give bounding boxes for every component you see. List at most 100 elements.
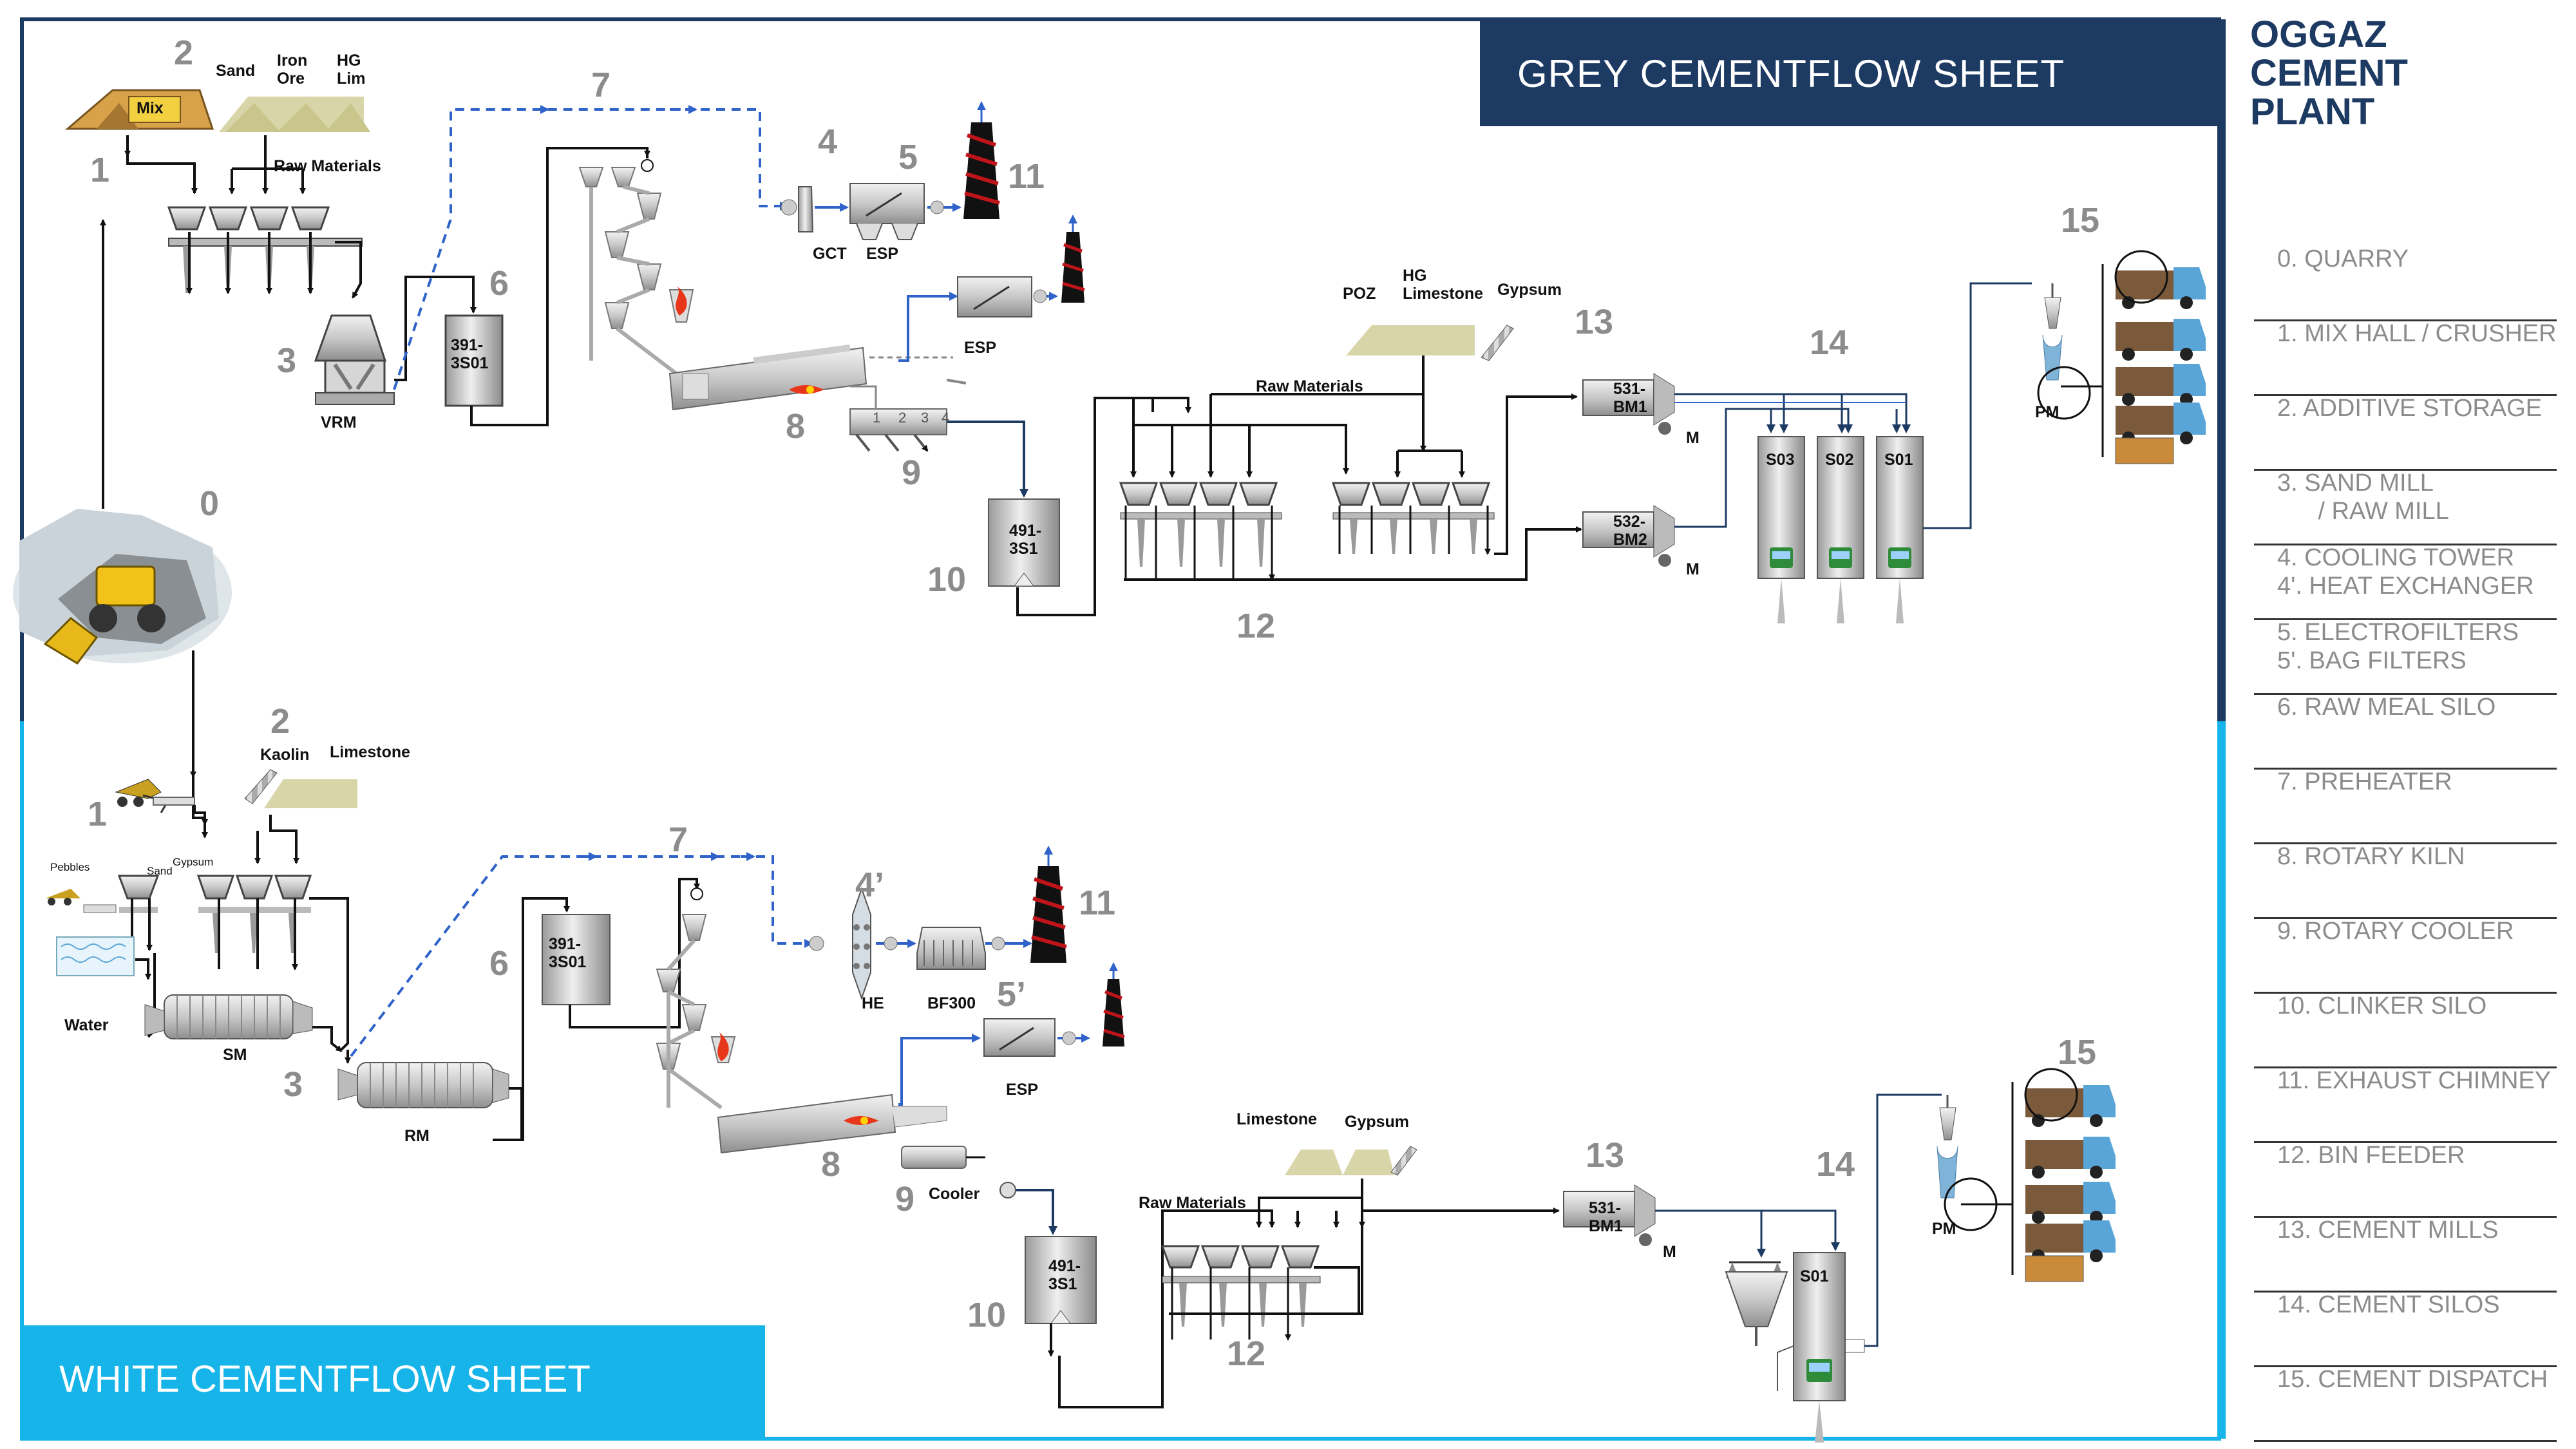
label-mix: Mix [137,99,164,117]
grey-number-6: 6 [489,264,509,303]
additive-stockpile-icon [244,769,357,808]
label-cooler-stage-4: 4 [942,410,949,426]
truck-icon [2025,1220,2116,1262]
white-number-3: 3 [283,1065,303,1104]
legend-item: 10. CLINKER SILO [2254,992,2557,1068]
label-cooler: Cooler [929,1185,980,1203]
white-number-10: 10 [967,1296,1006,1334]
legend-item: 6. RAW MEAL SILO [2254,693,2557,770]
legend-item-label: 7. PREHEATER [2277,768,2452,795]
truck-icon [2116,364,2206,406]
legend-item: 11. EXHAUST CHIMNEY [2254,1066,2557,1143]
legend-item: 14. CEMENT SILOS [2254,1291,2557,1367]
label-pm: PM [2035,403,2060,421]
legend-item-label: 11. EXHAUST CHIMNEY [2277,1067,2552,1094]
white-number-11: 11 [1079,884,1115,922]
grey-number-15: 15 [2061,201,2099,240]
label-gypsum-2: Gypsum [1345,1113,1409,1131]
chimney-icon [963,101,1000,219]
legend-item: 12. BIN FEEDER [2254,1141,2557,1218]
white-sheet-title: WHITE CEMENTFLOW SHEET [59,1358,591,1400]
label-silo6-2: 3S01 [549,953,586,971]
plant-title-line-1: OGGAZ [2250,14,2387,55]
plant-title-line-2: CEMENT [2250,52,2408,94]
chimney-icon [1061,214,1085,303]
sand-mill [144,994,313,1039]
label-pebbles: Pebbles [50,861,90,873]
grey-number-4: 4 [818,122,837,161]
legend-item-label: 13. CEMENT MILLS [2277,1217,2499,1244]
white-additive-stockpile-icon [1285,1146,1417,1176]
label-s02: S02 [1825,451,1853,469]
label-bm1-2: BM1 [1589,1217,1623,1235]
white-cement-mill [1563,1184,1656,1246]
excavator-icon [115,779,162,807]
vertical-roller-mill-icon [314,314,395,405]
packing-machine-icon [2042,283,2063,381]
label-water: Water [64,1016,109,1034]
truck-icon [2025,1182,2116,1224]
grey-number-7: 7 [591,66,611,104]
chimney-icon [1030,846,1067,963]
raw-meal-silo [444,314,504,407]
legend-item: 4. COOLING TOWER 4'. HEAT EXCHANGER [2254,544,2557,620]
label-vrm: VRM [321,413,357,431]
water-tank-icon [56,936,135,976]
legend-item: 3. SAND MILL / RAW MILL [2254,469,2557,545]
legend-item: 9. ROTARY COOLER [2254,917,2557,994]
white-number-15: 15 [2058,1033,2096,1072]
label-clinker-2: 3S1 [1009,540,1038,558]
label-iron-2: Ore [277,70,305,88]
white-cement-silo [1777,1252,1865,1443]
grey-number-0: 0 [200,484,219,523]
legend-item-label: 12. BIN FEEDER [2277,1142,2465,1169]
grey-number-3: 3 [277,341,296,380]
label-limestone-2: Limestone [1236,1110,1317,1128]
label-cooler-stage-3: 3 [921,410,929,426]
grey-number-5: 5 [898,138,918,176]
additive-stockpile-icon [1346,325,1514,361]
label-bm1-1: 531- [1613,380,1645,398]
label-poz: POZ [1343,285,1376,303]
legend-item-label: 15. CEMENT DISPATCH [2277,1366,2548,1393]
label-hg-2: Lim [337,70,365,88]
white-cement-bin-feeder [1160,1245,1321,1327]
white-number-14: 14 [1816,1145,1855,1184]
white-packing-machine-icon [1937,1095,1958,1198]
heat-exchanger-icon [809,886,871,1001]
label-limestone: Limestone [330,743,410,761]
label-s03: S03 [1766,451,1794,469]
quarry-excavator-icon [13,509,232,665]
grey-number-14: 14 [1810,323,1848,362]
bag-filter-icon [916,927,986,970]
white-sheet-title-banner: WHITE CEMENTFLOW SHEET [22,1325,765,1439]
label-sm: SM [223,1046,247,1064]
legend-item-label: 2. ADDITIVE STORAGE [2277,395,2543,422]
rotary-cooler [901,1146,967,1169]
cement-bin-feeder [1119,482,1495,567]
plant-title: OGGAZ CEMENT PLANT [2250,15,2408,131]
legend-item: 5. ELECTROFILTERS 5'. BAG FILTERS [2254,618,2557,695]
electrofilter-icon [957,276,1032,317]
additive-stockpile-icon [219,97,370,132]
legend-item-label: 3. SAND MILL / RAW MILL [2277,469,2449,525]
label-gct: GCT [813,245,847,263]
label-bm2-1: 532- [1613,513,1645,531]
legend-item: 13. CEMENT MILLS [2254,1216,2557,1293]
white-hopper [1725,1271,1788,1346]
white-number-8: 8 [821,1145,840,1184]
white-number-6: 6 [489,944,509,983]
white-dispatch-trucks [1944,1068,2116,1282]
white-number-12: 12 [1227,1334,1265,1373]
label-raw-materials: Raw Materials [1139,1194,1246,1212]
chimney-icon [1103,962,1125,1046]
electrofilter-icon [849,183,925,240]
grey-number-11: 11 [1008,157,1045,196]
truck-icon [1806,1359,1832,1382]
label-clinker-2: 3S1 [1048,1275,1077,1293]
grey-number-2: 2 [174,33,193,72]
label-clinker-1: 491- [1009,522,1041,540]
grey-sheet-title-banner: GREY CEMENTFLOW SHEET [1480,18,2219,126]
plant-title-line-3: PLANT [2250,91,2375,133]
